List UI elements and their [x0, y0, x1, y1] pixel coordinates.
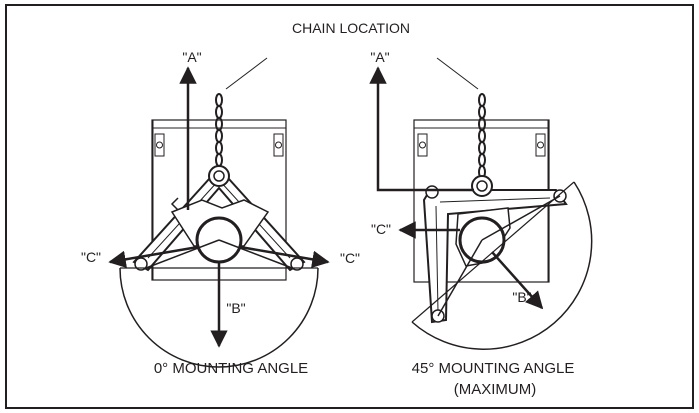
left-arrow-c-right: [239, 245, 330, 268]
right-caption-line1: 45° MOUNTING ANGLE: [412, 360, 575, 377]
right-swing-arc: [411, 181, 593, 350]
left-chain: [215, 93, 223, 167]
chain-location-title: CHAIN LOCATION: [292, 20, 410, 36]
left-label-c-right: "C": [340, 250, 360, 266]
left-label-a: "A": [182, 49, 201, 65]
right-bracket-eye: [471, 175, 493, 197]
right-arrow-a: [369, 66, 474, 192]
right-view: [411, 93, 593, 350]
right-label-a: "A": [370, 49, 389, 65]
right-lug-right: [535, 133, 546, 157]
left-arrow-c-left: [108, 245, 199, 268]
left-caption: 0° MOUNTING ANGLE: [154, 360, 308, 377]
right-caption-line2: (MAXIMUM): [454, 381, 537, 398]
right-label-b: "B": [512, 289, 531, 305]
left-lug-left: [154, 133, 165, 157]
right-lug-left: [417, 133, 428, 157]
right-arrow-b: [491, 251, 544, 310]
left-label-b: "B": [226, 300, 245, 316]
chain-callout-left: [225, 57, 268, 90]
right-label-c: "C": [371, 221, 391, 237]
left-bracket-eye: [208, 165, 230, 187]
right-chain: [478, 93, 486, 179]
left-label-c-left: "C": [81, 249, 101, 265]
left-swing-arc: [119, 267, 319, 368]
chain-callout-right: [436, 57, 479, 90]
left-lug-right: [273, 133, 284, 157]
diagram-frame: [5, 4, 694, 409]
left-bracket-outer: [132, 166, 306, 272]
